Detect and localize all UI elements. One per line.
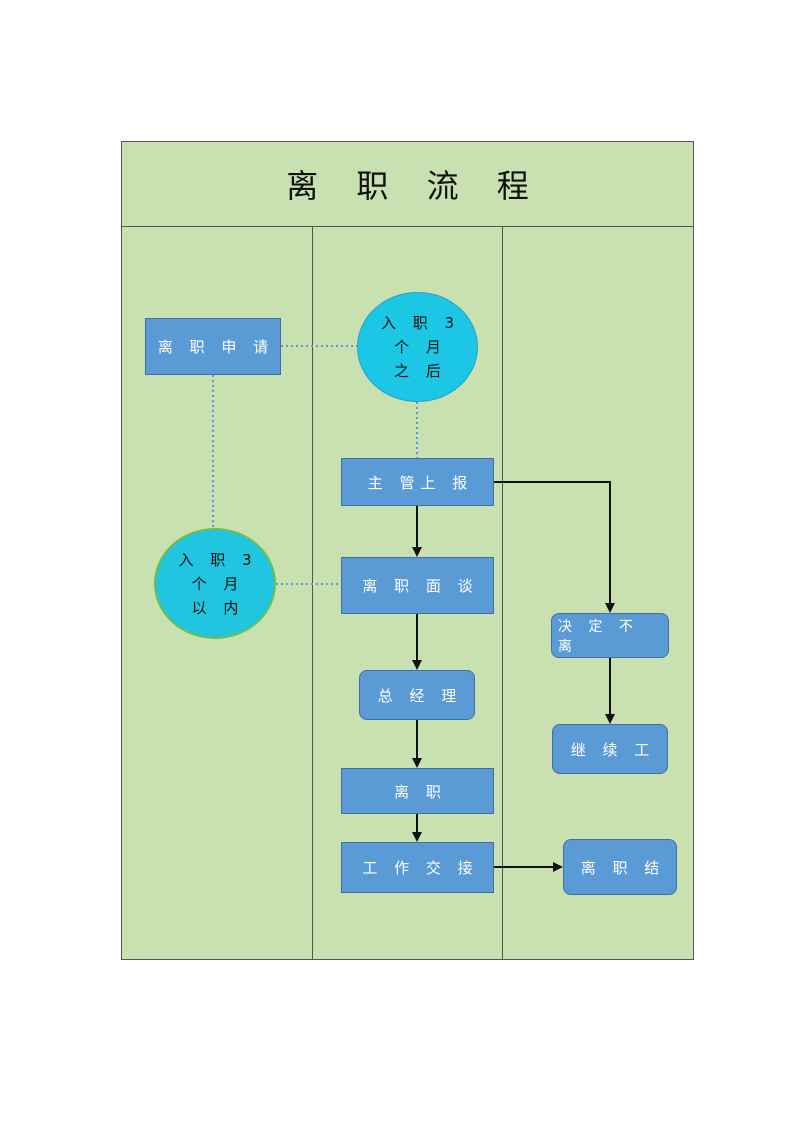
node-within-3-months-line2: 个 月 [191, 574, 245, 593]
node-after-3-months-line3: 之 后 [394, 362, 447, 380]
node-after-3-months-line2: 个 月 [394, 338, 447, 356]
node-within-3-months-line3: 以 内 [191, 598, 245, 617]
arrow-supervisor-decide [494, 481, 615, 613]
node-resign: 离 职 [341, 768, 494, 814]
node-apply: 离 职 申 请 [145, 318, 281, 375]
node-after-3-months: 入 职 3 个 月 之 后 [357, 292, 478, 402]
node-within-3-months: 入 职 3 个 月 以 内 [154, 528, 276, 639]
node-within-3-months-line1: 入 职 3 [178, 550, 258, 569]
node-resign-end: 离 职 结 [563, 839, 677, 895]
node-general-manager: 总 经 理 [359, 670, 475, 720]
lane-divider-2 [502, 227, 503, 960]
diagram-title: 离 职 流 程 [121, 141, 694, 227]
node-continue-work: 继 续 工 [552, 724, 668, 774]
node-supervisor-report: 主 管上 报 [341, 458, 494, 506]
lane-divider-1 [312, 227, 313, 960]
node-after-3-months-line1: 入 职 3 [380, 314, 461, 332]
node-exit-interview: 离 职 面 谈 [341, 557, 494, 614]
node-handover: 工 作 交 接 [341, 842, 494, 893]
node-decide-not-leave: 决 定 不 离 [551, 613, 669, 658]
